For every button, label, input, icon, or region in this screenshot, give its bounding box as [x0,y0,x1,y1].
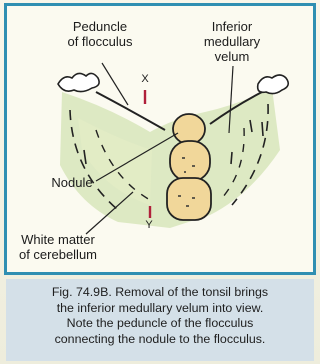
caption-line-3: Note the peduncle of the flocculus [6,316,314,332]
figure-caption: Fig. 74.9B. Removal of the tonsil brings… [6,279,314,361]
label-inferior-velum: Inferior medullary velum [194,19,270,64]
left-flocculus [58,73,99,91]
label-peduncle: Peduncle of flocculus [60,19,140,49]
label-y: Y [141,218,157,233]
right-flocculus [258,75,289,94]
nodule-bottom [167,178,211,220]
caption-line-2: the inferior medullary velum into view. [6,301,314,317]
label-x: X [137,72,153,87]
nodule-top [173,114,205,144]
nodule-middle [170,141,210,181]
pointer-peduncle [102,63,128,105]
label-nodule: Nodule [47,175,97,190]
label-white-matter: White matter of cerebellum [10,232,106,262]
caption-line-1: Fig. 74.9B. Removal of the tonsil brings [6,285,314,301]
caption-line-4: connecting the nodule to the flocculus. [6,332,314,348]
